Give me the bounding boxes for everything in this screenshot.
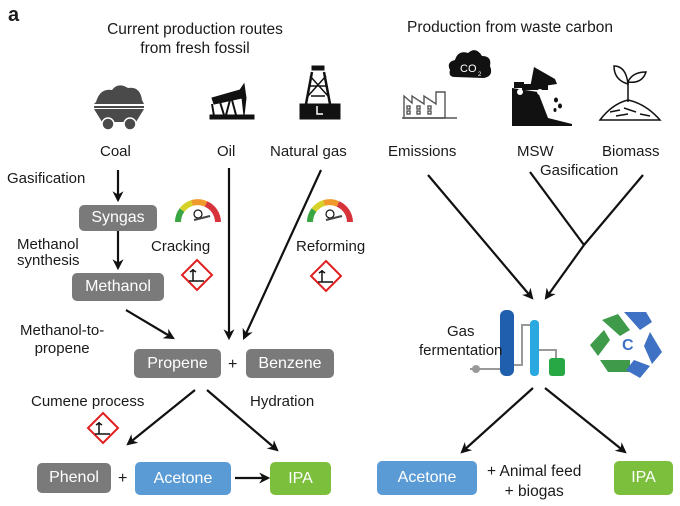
energy-gauge-icon-cracking (175, 199, 221, 223)
box-methanol: Methanol (72, 273, 164, 301)
coal-cart-icon (94, 85, 144, 131)
label-mtp-line1: Methanol-to- (20, 322, 105, 339)
plus-propene-benzene: + (228, 356, 238, 373)
label-methanol-synthesis-line2: synthesis (17, 252, 80, 269)
box-acetone-fossil: Acetone (135, 462, 231, 495)
label-gas-fermentation: Gas fermentation (419, 322, 502, 360)
co2-cloud-icon: CO 2 (448, 50, 492, 78)
source-label-coal: Coal (100, 143, 131, 160)
box-ipa-waste: IPA (614, 461, 673, 495)
energy-gauge-icon-reforming (307, 199, 353, 223)
label-gas-fermentation-line1: Gas (446, 323, 475, 340)
box-syngas: Syngas (79, 205, 157, 231)
plus-phenol-acetone: + (118, 470, 128, 487)
source-label-biomass: Biomass (602, 143, 660, 160)
factory-icon (402, 91, 457, 119)
label-methanol-synthesis: Methanol synthesis (17, 237, 80, 269)
environmental-hazard-icon-reforming (309, 259, 343, 293)
right-arrows (427, 171, 644, 454)
source-label-natural-gas: Natural gas (270, 143, 347, 160)
label-mtp-line2: propene (34, 340, 90, 357)
left-title: Current production routes from fresh fos… (70, 20, 320, 58)
environmental-hazard-icon-cumene (86, 411, 120, 445)
panel-label: a (8, 4, 20, 26)
label-gas-fermentation-line2: fermentation (419, 342, 503, 359)
arrow-gas-to-propene (242, 169, 322, 340)
box-benzene: Benzene (246, 349, 334, 378)
arrow-hydration (206, 389, 279, 452)
box-ipa-fossil: IPA (270, 462, 331, 495)
label-hydration: Hydration (250, 393, 315, 410)
line-msw-to-junction (529, 171, 585, 246)
line-biomass-to-junction (583, 174, 644, 246)
environmental-hazard-icon-cracking (180, 258, 214, 292)
label-cumene-process: Cumene process (31, 393, 145, 410)
bioreactor-icon (470, 310, 565, 376)
arrow-methanol-to-propene (125, 309, 175, 340)
source-label-oil: Oil (217, 143, 236, 160)
label-reforming: Reforming (296, 238, 366, 255)
gas-derrick-icon (299, 65, 341, 120)
right-title: Production from waste carbon (407, 19, 613, 36)
co2-subscript: 2 (478, 72, 482, 78)
box-propene: Propene (134, 349, 221, 378)
source-label-emissions: Emissions (388, 143, 457, 160)
arrow-junction-to-fermentation (544, 244, 585, 300)
oil-pump-icon (209, 82, 255, 120)
label-coproducts-line2: + biogas (504, 483, 564, 500)
box-phenol: Phenol (37, 463, 111, 493)
left-arrows (112, 168, 322, 484)
recycle-letter: C (622, 337, 634, 354)
label-gasification-right: Gasification (540, 162, 619, 179)
arrow-to-acetone (460, 387, 534, 454)
label-gasification-left: Gasification (7, 170, 86, 187)
label-methanol-synthesis-line1: Methanol (17, 236, 79, 253)
label-coproducts: + Animal feed + biogas (487, 462, 581, 502)
left-title-line2: from fresh fossil (140, 40, 250, 57)
label-cracking: Cracking (151, 238, 211, 255)
arrow-to-ipa (544, 387, 627, 454)
recycle-carbon-icon: C (590, 312, 662, 378)
biomass-sprout-icon (598, 65, 662, 121)
arrow-emissions-to-fermentation (427, 174, 534, 300)
left-title-line1: Current production routes (107, 21, 283, 38)
co2-label: CO (460, 63, 477, 75)
box-acetone-waste: Acetone (377, 461, 477, 495)
label-methanol-to-propene: Methanol-to- propene (20, 322, 104, 358)
label-coproducts-line1: + Animal feed (487, 463, 582, 480)
arrow-cumene (126, 389, 196, 446)
dump-truck-icon (512, 67, 572, 126)
source-label-msw: MSW (517, 143, 554, 160)
